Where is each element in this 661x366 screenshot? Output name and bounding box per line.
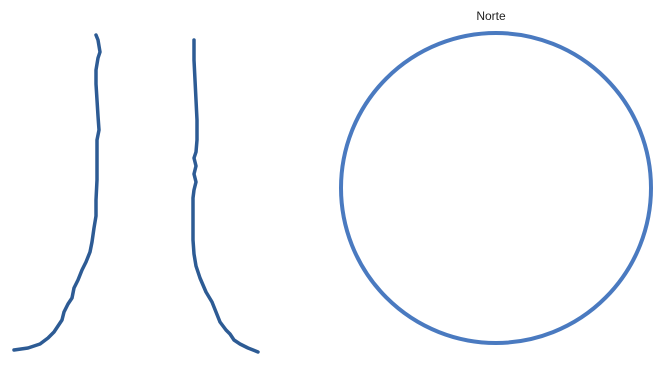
left-trunk-line <box>14 35 100 350</box>
right-trunk-line <box>193 40 258 352</box>
compass-circle <box>341 33 651 343</box>
north-label: Norte <box>458 9 524 23</box>
